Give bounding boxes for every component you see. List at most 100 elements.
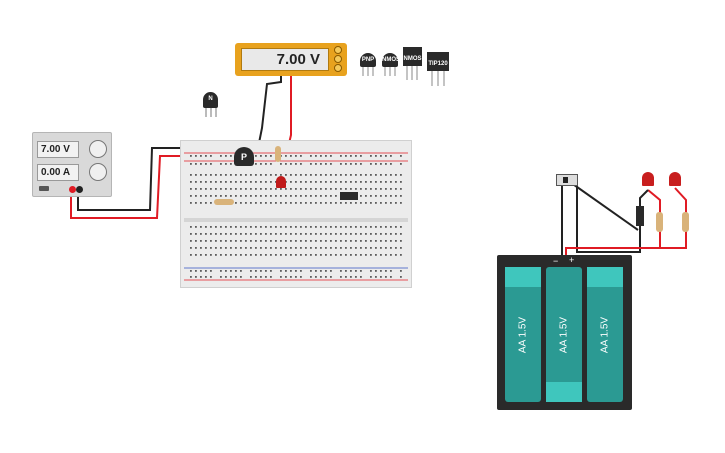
- breadboard-hole: [210, 188, 212, 190]
- resistor-2[interactable]: [682, 212, 689, 232]
- tip120-transistor[interactable]: TIP120: [427, 52, 449, 71]
- breadboard-hole: [340, 174, 342, 176]
- breadboard-hole: [240, 233, 242, 235]
- breadboard-hole: [325, 270, 327, 272]
- breadboard-hole: [350, 270, 352, 272]
- breadboard-hole: [370, 163, 372, 165]
- breadboard-hole: [210, 181, 212, 183]
- breadboard-hole: [260, 240, 262, 242]
- breadboard-resistor-vertical[interactable]: [275, 146, 281, 162]
- breadboard-hole: [365, 181, 367, 183]
- breadboard-hole: [275, 247, 277, 249]
- breadboard-hole: [250, 226, 252, 228]
- breadboard-hole: [275, 233, 277, 235]
- psu-power-switch[interactable]: [39, 186, 49, 191]
- resistor-1[interactable]: [656, 212, 663, 232]
- breadboard-hole: [255, 163, 257, 165]
- breadboard-hole: [380, 276, 382, 278]
- breadboard-hole: [400, 254, 402, 256]
- breadboard-hole: [355, 254, 357, 256]
- psu-red-wire: [70, 155, 190, 219]
- breadboard-hole: [230, 155, 232, 157]
- breadboard-hole: [285, 233, 287, 235]
- breadboard-hole: [360, 163, 362, 165]
- breadboard-hole: [385, 276, 387, 278]
- breadboard-hole: [205, 202, 207, 204]
- diode[interactable]: [636, 206, 644, 226]
- breadboard-hole: [265, 254, 267, 256]
- breadboard-hole: [315, 270, 317, 272]
- breadboard-hole: [195, 226, 197, 228]
- breadboard-hole: [400, 195, 402, 197]
- breadboard-diode[interactable]: [340, 192, 358, 200]
- slide-switch[interactable]: [556, 174, 578, 186]
- breadboard-hole: [310, 174, 312, 176]
- breadboard-hole: [360, 270, 362, 272]
- nmos-transistor[interactable]: NMOS: [382, 53, 400, 67]
- breadboard-hole: [355, 233, 357, 235]
- n-transistor[interactable]: N: [203, 92, 218, 108]
- power-supply[interactable]: 7.00 V 0.00 A: [32, 132, 112, 197]
- meter-terminal-v[interactable]: [334, 64, 342, 72]
- breadboard-hole: [330, 276, 332, 278]
- red-led-1[interactable]: [642, 172, 654, 186]
- breadboard-hole: [395, 254, 397, 256]
- multimeter[interactable]: 7.00 V: [235, 43, 347, 76]
- breadboard-hole: [230, 174, 232, 176]
- meter-terminal-com[interactable]: [334, 55, 342, 63]
- psu-positive-terminal[interactable]: [69, 186, 76, 193]
- nmos-power-transistor[interactable]: NMOS: [403, 47, 422, 66]
- psu-voltage-knob[interactable]: [89, 140, 107, 158]
- breadboard-hole: [265, 247, 267, 249]
- battery-minus-terminal[interactable]: −: [553, 256, 559, 266]
- breadboard-hole: [400, 155, 402, 157]
- psu-negative-terminal[interactable]: [76, 186, 83, 193]
- breadboard-hole: [230, 226, 232, 228]
- breadboard-hole: [315, 233, 317, 235]
- breadboard-hole: [205, 270, 207, 272]
- breadboard-resistor-horizontal[interactable]: [214, 199, 234, 205]
- battery-cell-3: AA 1.5V: [587, 267, 623, 402]
- breadboard-hole: [190, 233, 192, 235]
- breadboard-hole: [190, 181, 192, 183]
- slide-switch-handle[interactable]: [563, 177, 568, 183]
- pnp-transistor[interactable]: PNP: [360, 53, 376, 67]
- breadboard-hole: [190, 163, 192, 165]
- breadboard-hole: [290, 163, 292, 165]
- breadboard-hole: [280, 254, 282, 256]
- battery-plus-terminal[interactable]: +: [569, 255, 575, 265]
- breadboard-hole: [325, 247, 327, 249]
- breadboard-hole: [270, 276, 272, 278]
- breadboard-hole: [350, 233, 352, 235]
- breadboard-hole: [205, 254, 207, 256]
- breadboard-hole: [375, 276, 377, 278]
- breadboard-hole: [255, 254, 257, 256]
- breadboard-hole: [265, 155, 267, 157]
- breadboard-red-led[interactable]: [276, 176, 286, 188]
- meter-terminal-a[interactable]: [334, 46, 342, 54]
- battery-pack[interactable]: AA 1.5V AA 1.5V AA 1.5V − +: [497, 255, 632, 410]
- breadboard-hole: [270, 181, 272, 183]
- breadboard-hole: [355, 174, 357, 176]
- breadboard-hole: [315, 202, 317, 204]
- breadboard-hole: [305, 181, 307, 183]
- breadboard-hole: [340, 254, 342, 256]
- breadboard-hole: [310, 155, 312, 157]
- breadboard-hole: [390, 226, 392, 228]
- breadboard-pnp-transistor[interactable]: P: [234, 147, 254, 166]
- breadboard-hole: [295, 240, 297, 242]
- breadboard-hole: [240, 247, 242, 249]
- breadboard-hole: [390, 174, 392, 176]
- breadboard-hole: [390, 188, 392, 190]
- breadboard-hole: [395, 226, 397, 228]
- breadboard-hole: [355, 181, 357, 183]
- red-led-2[interactable]: [669, 172, 681, 186]
- breadboard-hole: [265, 233, 267, 235]
- breadboard-hole: [390, 233, 392, 235]
- breadboard-hole: [215, 226, 217, 228]
- breadboard-hole: [240, 195, 242, 197]
- breadboard-hole: [225, 155, 227, 157]
- breadboard-hole: [285, 188, 287, 190]
- psu-current-knob[interactable]: [89, 163, 107, 181]
- breadboard-hole: [315, 155, 317, 157]
